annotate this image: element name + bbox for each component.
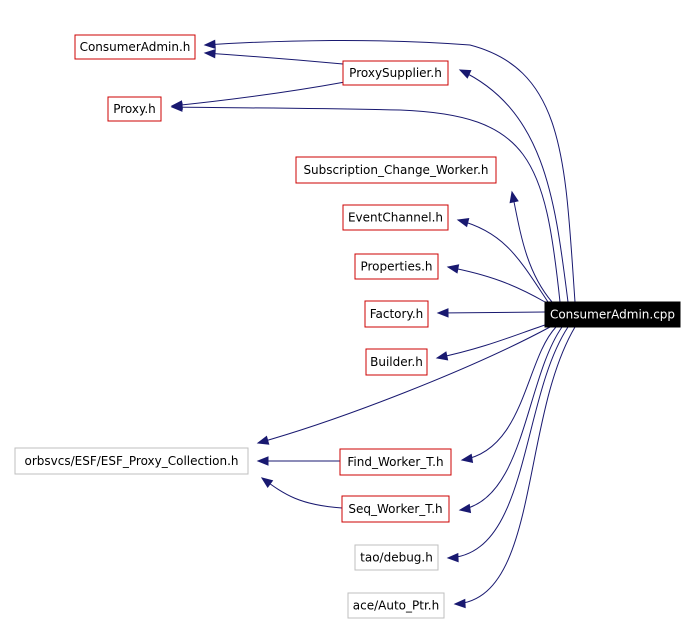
- node-label: EventChannel.h: [348, 211, 443, 225]
- node-box: [341, 495, 450, 523]
- edge-consumeradmin-cpp-to-factory-h: [436, 308, 546, 318]
- node-box: [342, 204, 449, 231]
- edge-consumeradmin-cpp-to-ace-auto-ptr-h: [453, 326, 576, 609]
- edge-line: [436, 324, 546, 359]
- node-builder-h[interactable]: Builder.h: [365, 348, 428, 376]
- edge-consumeradmin-cpp-to-eventchannel-h: [456, 218, 549, 303]
- node-box: [107, 96, 162, 122]
- node-esf-proxy-collection-h[interactable]: orbsvcs/ESF/ESF_Proxy_Collection.h: [14, 447, 249, 475]
- edge-consumeradmin-cpp-to-seq-worker-t-h: [458, 326, 563, 514]
- node-subscription-change-worker-h[interactable]: Subscription_Change_Worker.h: [295, 156, 497, 184]
- node-tao-debug-h[interactable]: tao/debug.h: [354, 544, 439, 571]
- edge-line: [461, 326, 557, 461]
- node-box: [14, 447, 249, 475]
- node-properties-h[interactable]: Properties.h: [354, 253, 439, 280]
- node-consumeradmin-cpp[interactable]: ConsumerAdmin.cpp: [544, 301, 681, 328]
- edge-line: [204, 52, 344, 65]
- node-factory-h[interactable]: Factory.h: [364, 300, 429, 328]
- edge-consumeradmin-cpp-to-properties-h: [446, 264, 546, 303]
- edge-arrowhead: [260, 477, 274, 489]
- edge-arrowhead: [456, 218, 470, 228]
- node-label: Builder.h: [370, 355, 423, 369]
- node-label: ConsumerAdmin.cpp: [550, 308, 675, 322]
- node-box: [354, 544, 439, 571]
- edge-line: [459, 69, 569, 303]
- node-box: [74, 34, 196, 60]
- edge-consumeradmin-cpp-to-esf-proxy-collection-h: [256, 326, 551, 445]
- edge-arrowhead: [436, 308, 449, 318]
- edge-consumeradmin-cpp-to-builder-h: [435, 324, 546, 361]
- edge-arrowhead: [458, 69, 472, 79]
- edge-proxysupplier-h-to-consumeradmin-h: [203, 48, 344, 65]
- node-box: [342, 60, 449, 86]
- node-label: ace/Auto_Ptr.h: [353, 599, 439, 613]
- edge-line: [171, 81, 346, 107]
- edge-arrowhead: [460, 453, 474, 464]
- edge-line: [171, 106, 561, 303]
- edge-consumeradmin-cpp-to-tao-debug-h: [446, 326, 569, 563]
- edge-proxysupplier-h-to-proxy-h: [170, 81, 346, 110]
- node-ace-auto-ptr-h[interactable]: ace/Auto_Ptr.h: [347, 592, 445, 619]
- edge-arrowhead: [435, 351, 449, 361]
- edge-arrowhead: [509, 190, 519, 204]
- edge-arrowhead: [170, 100, 183, 110]
- edge-arrowhead: [453, 598, 466, 609]
- node-seq-worker-t-h[interactable]: Seq_Worker_T.h: [341, 495, 450, 523]
- node-label: Subscription_Change_Worker.h: [303, 163, 488, 177]
- node-box: [364, 300, 429, 328]
- edge-line: [447, 326, 569, 559]
- node-proxy-h[interactable]: Proxy.h: [107, 96, 162, 122]
- node-label: Find_Worker_T.h: [347, 455, 443, 469]
- node-box: [354, 253, 439, 280]
- node-box: [295, 156, 497, 184]
- node-consumeradmin-h[interactable]: ConsumerAdmin.h: [74, 34, 196, 60]
- node-box: [339, 448, 452, 476]
- edge-consumeradmin-cpp-to-consumeradmin-h: [203, 39, 576, 303]
- node-label: Seq_Worker_T.h: [348, 502, 442, 516]
- edge-find-worker-t-h-to-esf-proxy-collection-h: [256, 456, 340, 466]
- node-eventchannel-h[interactable]: EventChannel.h: [342, 204, 449, 231]
- node-find-worker-t-h[interactable]: Find_Worker_T.h: [339, 448, 452, 476]
- edge-line: [204, 39, 576, 303]
- edge-arrowhead: [203, 39, 216, 50]
- edge-line: [457, 219, 549, 303]
- node-label: Proxy.h: [113, 102, 156, 116]
- edge-line: [261, 477, 343, 509]
- node-label: ConsumerAdmin.h: [80, 40, 191, 54]
- edge-arrowhead: [458, 503, 472, 514]
- nodes-layer: ConsumerAdmin.hProxySupplier.hProxy.hSub…: [14, 34, 681, 619]
- edge-line: [447, 266, 546, 303]
- node-box: [347, 592, 445, 619]
- edge-line: [511, 191, 553, 303]
- edges-layer: [170, 39, 576, 609]
- edge-consumeradmin-cpp-to-proxysupplier-h: [458, 69, 569, 303]
- edge-consumeradmin-cpp-to-subscription-change-worker-h: [509, 190, 553, 303]
- node-label: Properties.h: [360, 260, 432, 274]
- node-label: tao/debug.h: [360, 551, 433, 565]
- edge-line: [257, 326, 551, 444]
- edge-line: [459, 326, 563, 511]
- edge-arrowhead: [203, 48, 216, 59]
- edge-line: [437, 311, 546, 314]
- edge-line: [454, 326, 576, 605]
- node-proxysupplier-h[interactable]: ProxySupplier.h: [342, 60, 449, 86]
- edge-arrowhead: [446, 552, 459, 563]
- edge-arrowhead: [256, 456, 269, 466]
- edge-arrowhead: [446, 264, 460, 274]
- edge-arrowhead: [256, 435, 270, 445]
- node-box: [365, 348, 428, 376]
- node-label: ProxySupplier.h: [349, 66, 442, 80]
- node-box: [544, 301, 681, 328]
- node-label: Factory.h: [370, 307, 424, 321]
- edge-consumeradmin-cpp-to-find-worker-t-h: [460, 326, 557, 464]
- node-label: orbsvcs/ESF/ESF_Proxy_Collection.h: [24, 454, 238, 468]
- edge-seq-worker-t-h-to-esf-proxy-collection-h: [260, 477, 343, 509]
